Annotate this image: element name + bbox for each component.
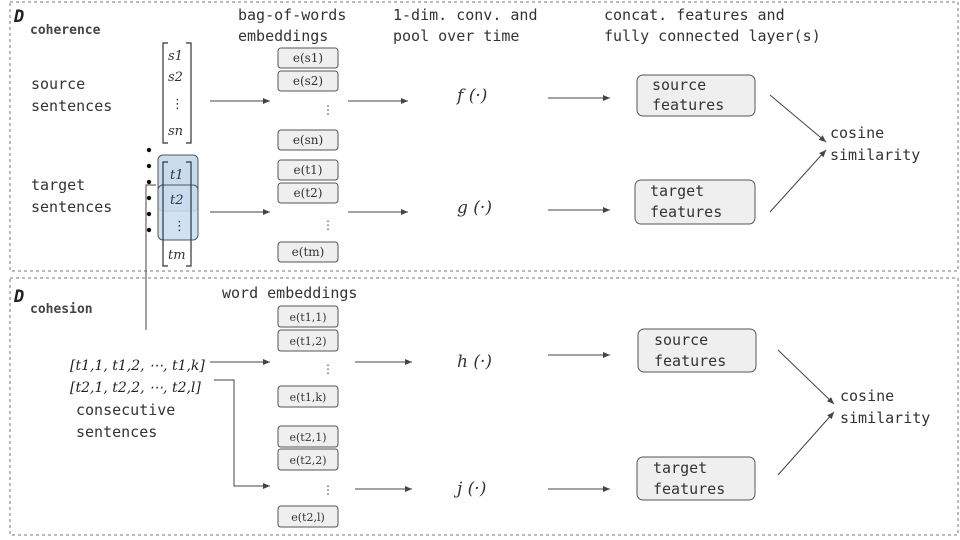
embedding-s2: e(s2) xyxy=(293,74,323,88)
sentence-row-2: [t2,1, t2,2, ⋯, t2,l] xyxy=(70,380,201,396)
arrow-row2-to-embed xyxy=(214,379,270,489)
window-connector xyxy=(145,184,156,330)
embedding-box-t2l xyxy=(277,505,339,528)
cosine-label-2: similarity xyxy=(830,146,920,164)
consecutive-label-2: sentences xyxy=(76,423,157,441)
function-j: j (·) xyxy=(453,479,486,499)
embedding-box-s2 xyxy=(277,70,339,92)
cohesion-target-features-2: features xyxy=(653,480,725,498)
source-vector-sn: sn xyxy=(168,124,183,139)
cohesion-cosine-label-1: cosine xyxy=(840,387,894,405)
embedding-dots-2: ⋮ xyxy=(322,483,334,497)
sentence-row-1: [t1,1, t1,2, ⋯, t1,k] xyxy=(70,358,205,374)
target-sentences-label-1: target xyxy=(31,176,85,194)
cohesion-target-features-box xyxy=(636,456,756,501)
window-highlight-2 xyxy=(157,184,199,241)
cosine-label-1: cosine xyxy=(830,124,884,142)
embedding-box-t11 xyxy=(277,305,339,328)
header-bow-2: embeddings xyxy=(238,27,328,45)
embedding-s1: e(s1) xyxy=(293,51,323,65)
embedding-sn: e(sn) xyxy=(293,133,323,147)
embedding-t22: e(t2,2) xyxy=(289,454,326,467)
embedding-box-t12 xyxy=(277,329,339,352)
arrow-cohesion-source-to-cosine xyxy=(777,349,835,405)
embedding-t11: e(t1,1) xyxy=(289,311,326,324)
source-vector-dots: ⋮ xyxy=(171,97,184,112)
embedding-tm: e(tm) xyxy=(292,245,325,259)
coherence-panel xyxy=(9,1,959,272)
embedding-dots-1: ⋮ xyxy=(322,362,334,376)
target-vector-t2: t2 xyxy=(170,193,184,208)
cohesion-cosine-label-2: similarity xyxy=(840,409,930,427)
target-vector-bracket-left xyxy=(162,161,168,267)
function-g: g (·) xyxy=(457,198,492,218)
target-sentences-label-2: sentences xyxy=(31,198,112,216)
window-dots xyxy=(146,147,152,233)
embedding-t1: e(t1) xyxy=(294,163,323,177)
source-features-2: features xyxy=(652,96,724,114)
embedding-dots-target: ⋮ xyxy=(322,218,334,232)
arrow-target-to-cosine xyxy=(769,149,827,213)
source-features-box xyxy=(636,74,756,117)
target-vector-t1: t1 xyxy=(170,168,184,183)
function-h: h (·) xyxy=(457,352,492,372)
target-features-box xyxy=(634,179,756,225)
source-sentences-label-1: source xyxy=(31,75,85,93)
cohesion-source-features-box xyxy=(637,328,757,373)
target-vector-dots: ⋮ xyxy=(173,219,186,234)
header-conv-1: 1-dim. conv. and xyxy=(393,6,538,24)
embedding-box-tm xyxy=(277,241,339,263)
arrow-cohesion-target-to-cosine xyxy=(777,411,835,476)
word-embeddings-header: word embeddings xyxy=(222,284,357,302)
source-vector-bracket-right xyxy=(186,42,192,144)
arrow-source-to-cosine xyxy=(769,94,827,143)
source-vector-s2: s2 xyxy=(168,70,183,85)
source-sentences-label-2: sentences xyxy=(31,97,112,115)
embedding-t21: e(t2,1) xyxy=(289,431,326,444)
embedding-box-t22 xyxy=(277,448,339,471)
target-vector-tm: tm xyxy=(168,248,186,263)
cohesion-label-sub: cohesion xyxy=(30,302,93,317)
embedding-box-s1 xyxy=(277,47,339,69)
cohesion-source-features-1: source xyxy=(654,331,708,349)
cohesion-source-features-2: features xyxy=(654,352,726,370)
cohesion-target-features-1: target xyxy=(653,459,707,477)
cohesion-panel xyxy=(9,277,959,536)
header-concat-2: fully connected layer(s) xyxy=(604,27,821,45)
embedding-box-t1 xyxy=(277,159,339,181)
target-features-1: target xyxy=(650,182,704,200)
source-vector-bracket-left xyxy=(162,42,168,144)
cohesion-label-main: D xyxy=(13,287,24,307)
consecutive-label-1: consecutive xyxy=(76,401,175,419)
embedding-box-sn xyxy=(277,129,339,151)
source-features-1: source xyxy=(652,76,706,94)
source-vector-s1: s1 xyxy=(168,49,183,64)
function-f: f (·) xyxy=(455,86,487,106)
header-conv-2: pool over time xyxy=(393,27,519,45)
target-features-2: features xyxy=(650,203,722,221)
header-bow-1: bag-of-words xyxy=(238,6,346,24)
embedding-box-t21 xyxy=(277,425,339,448)
header-concat-1: concat. features and xyxy=(604,6,785,24)
embedding-t2l: e(t2,l) xyxy=(291,511,325,524)
embedding-box-t1k xyxy=(277,385,339,408)
coherence-label-main: D xyxy=(13,7,24,27)
embedding-box-t2 xyxy=(277,182,339,204)
embedding-t2: e(t2) xyxy=(294,186,323,200)
coherence-label-sub: coherence xyxy=(30,23,101,38)
embedding-dots-source: ⋮ xyxy=(322,103,334,117)
target-vector-bracket-right xyxy=(186,161,192,267)
embedding-t12: e(t1,2) xyxy=(289,335,326,348)
embedding-t1k: e(t1,k) xyxy=(290,391,327,404)
